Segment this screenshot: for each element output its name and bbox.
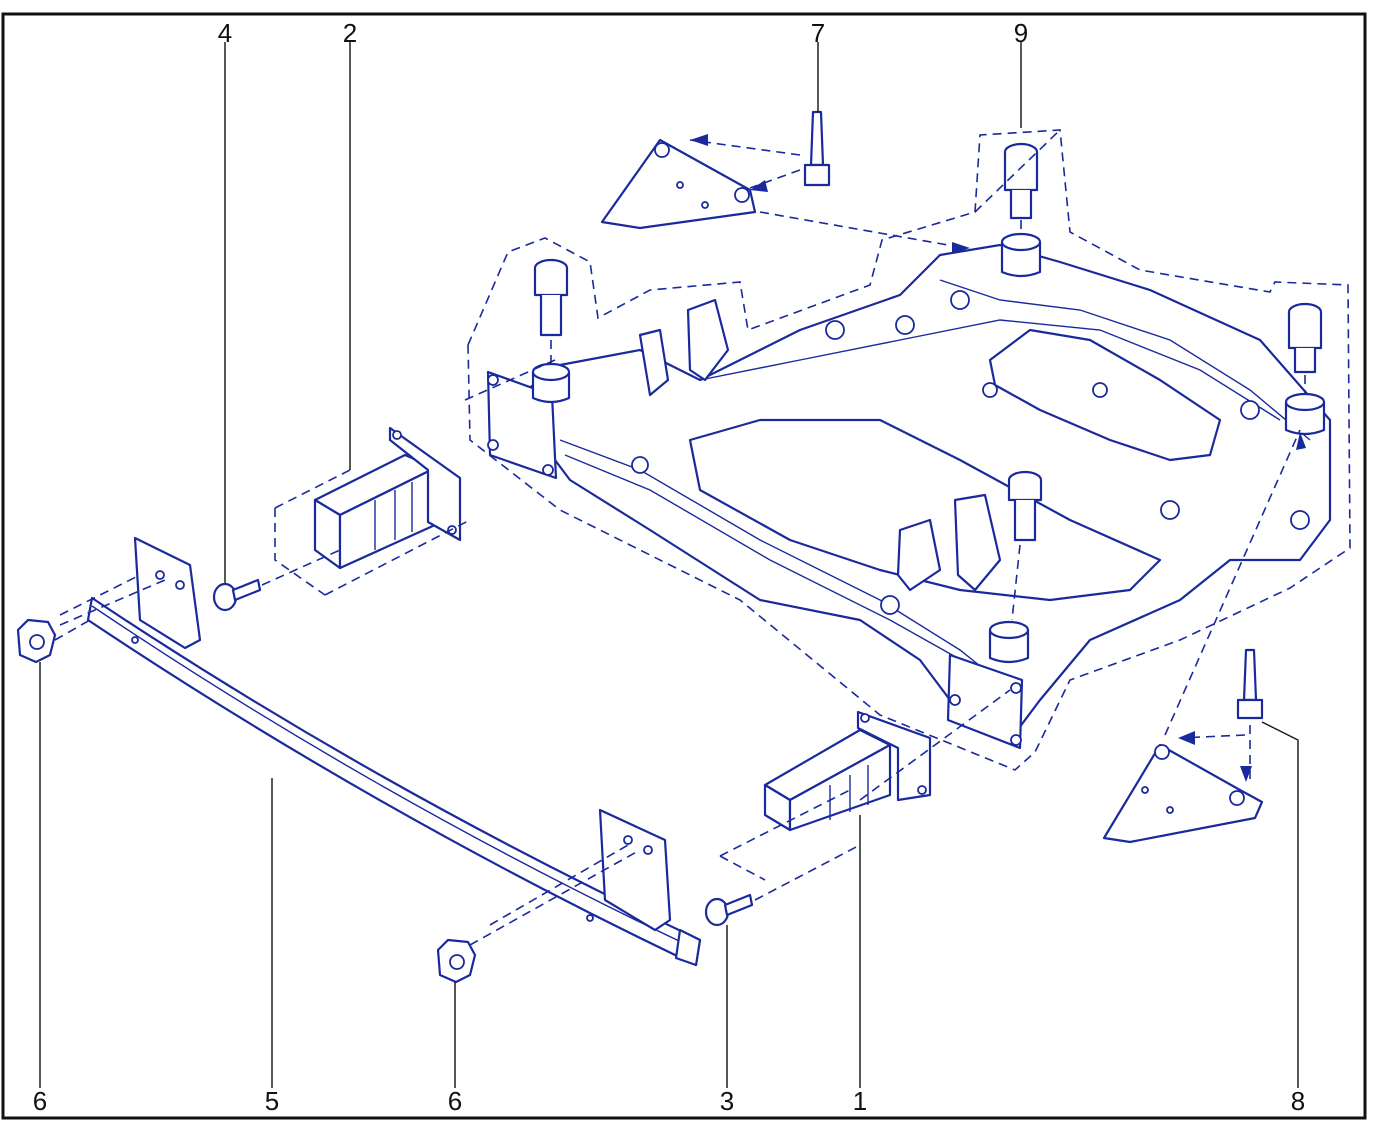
nut-6-right-path (469, 844, 641, 946)
bushing-rear-left (1000, 142, 1042, 278)
callout-3: 3 (720, 1086, 734, 1116)
callout-4: 4 (218, 18, 232, 48)
arrow-7c (952, 242, 970, 254)
callout-7: 7 (811, 18, 825, 48)
callout-8: 8 (1291, 1086, 1305, 1116)
bushing-9-group-outline (974, 129, 1061, 213)
crash-box-1-outline (719, 689, 1011, 881)
arrow-8a (1178, 731, 1195, 745)
bolt-3-path (754, 844, 861, 901)
bushing-front-right (988, 470, 1043, 664)
callout-6-right: 6 (448, 1086, 462, 1116)
arrow-8c (1296, 432, 1306, 450)
bolt-7-path (689, 139, 966, 249)
callout-5: 5 (265, 1086, 279, 1116)
bushing-front-left (531, 258, 571, 404)
bushing-rear-right (1284, 302, 1326, 436)
assembly-outline (467, 129, 1351, 771)
crash-box-2-outline (274, 469, 471, 596)
callout-6-left: 6 (33, 1086, 47, 1116)
front-subframe (486, 243, 1332, 750)
bracket-upper (600, 138, 757, 230)
bolt-8 (1236, 648, 1264, 720)
crash-box-2 (313, 426, 462, 570)
nut-6-right (436, 938, 477, 984)
bushing-paths (550, 220, 1306, 621)
bolt-4 (212, 578, 262, 612)
callout-2: 2 (343, 18, 357, 48)
leader-8 (1261, 721, 1299, 1088)
bolt-4-path (261, 359, 556, 586)
callout-9: 9 (1014, 18, 1028, 48)
nut-6-left (16, 618, 57, 664)
arrow-8b (1240, 766, 1252, 782)
bumper-beam (86, 536, 702, 967)
arrow-7a (690, 134, 708, 146)
bracket-lower (1102, 743, 1264, 844)
callout-1: 1 (853, 1086, 867, 1116)
arrow-7b (750, 180, 768, 192)
bolt-3 (704, 893, 754, 927)
nut-6-left-path (54, 574, 166, 641)
